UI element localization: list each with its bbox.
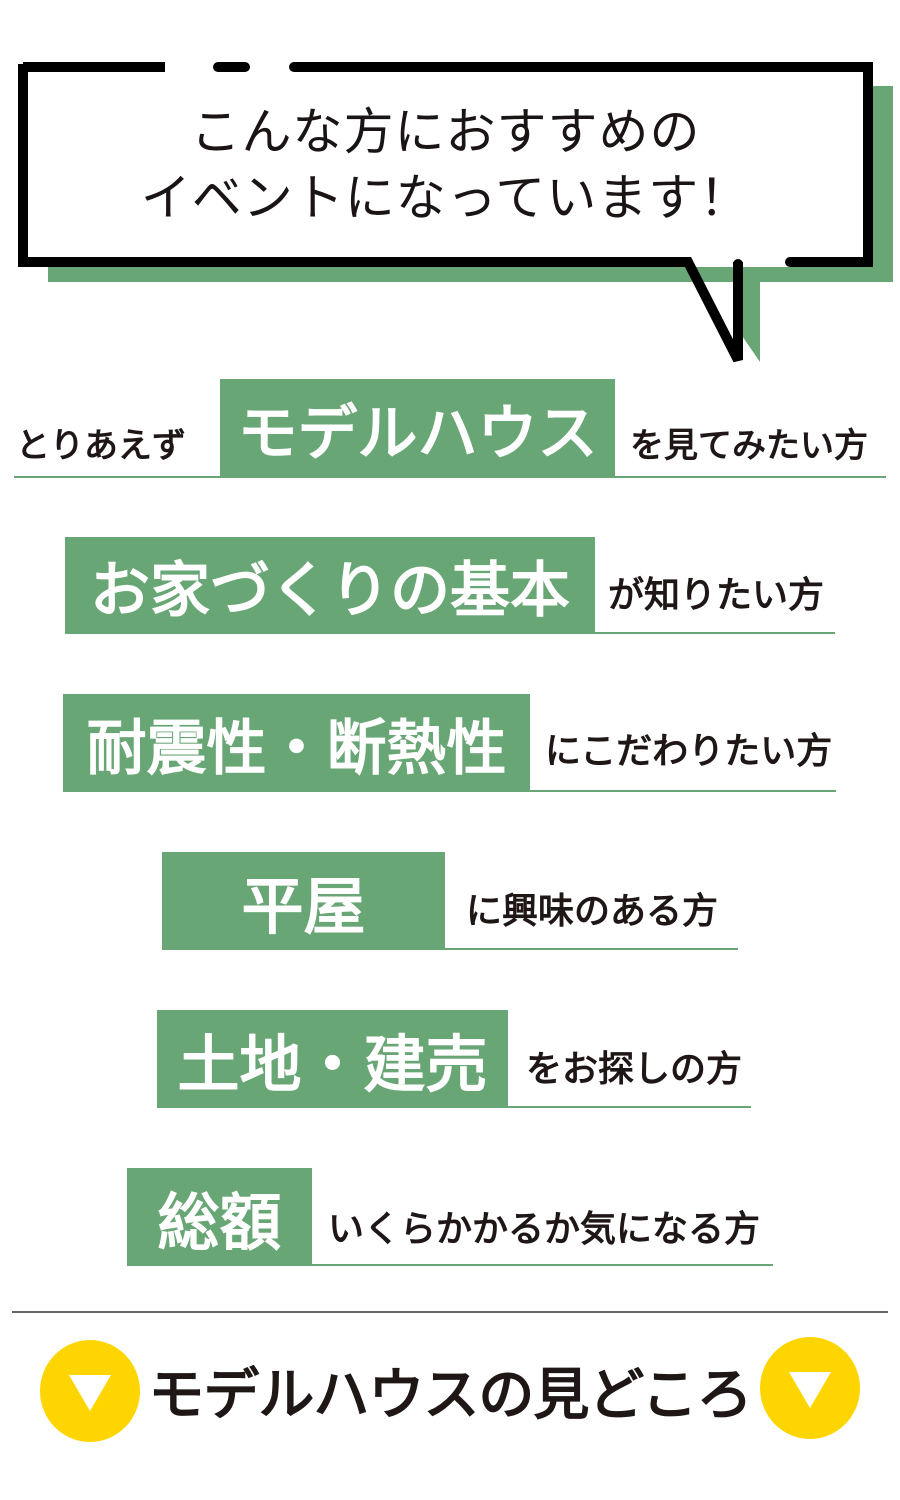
row-highlight: 平屋: [162, 852, 445, 950]
row-highlight: お家づくりの基本: [65, 537, 595, 634]
section-title: モデルハウスの見どころ: [148, 1361, 752, 1428]
row-suffix: が知りたい方: [608, 574, 825, 616]
down-triangle-icon: [69, 1375, 111, 1411]
down-triangle-icon: [789, 1372, 831, 1408]
bubble-heading: こんな方におすすめの イベントになっています！: [28, 72, 863, 258]
row-suffix: にこだわりたい方: [545, 730, 833, 772]
row-highlight: 総額: [127, 1168, 312, 1266]
row-suffix: に興味のある方: [466, 890, 719, 932]
row-highlight: 耐震性・断熱性: [63, 694, 530, 792]
row-suffix: を見てみたい方: [630, 425, 868, 466]
row-prefix: とりあえず: [16, 425, 186, 466]
row-highlight: モデルハウス: [220, 379, 615, 477]
bubble-shadow: [873, 86, 893, 282]
bubble-heading-line1: こんな方におすすめの: [190, 103, 701, 161]
right-circle-badge: [760, 1337, 860, 1439]
row-highlight: 土地・建売: [157, 1010, 508, 1108]
row-suffix: をお探しの方: [526, 1048, 743, 1090]
bubble-shadow: [48, 267, 893, 282]
bubble-frame: [18, 62, 873, 363]
left-circle-badge: [40, 1340, 140, 1442]
row-underline: [14, 476, 886, 478]
row-underline: [162, 948, 738, 950]
section-divider: [12, 1311, 888, 1313]
bubble-heading-line2: イベントになっています！: [140, 169, 751, 227]
row-underline: [127, 1264, 773, 1266]
row-suffix: いくらかかるか気になる方: [328, 1208, 761, 1250]
